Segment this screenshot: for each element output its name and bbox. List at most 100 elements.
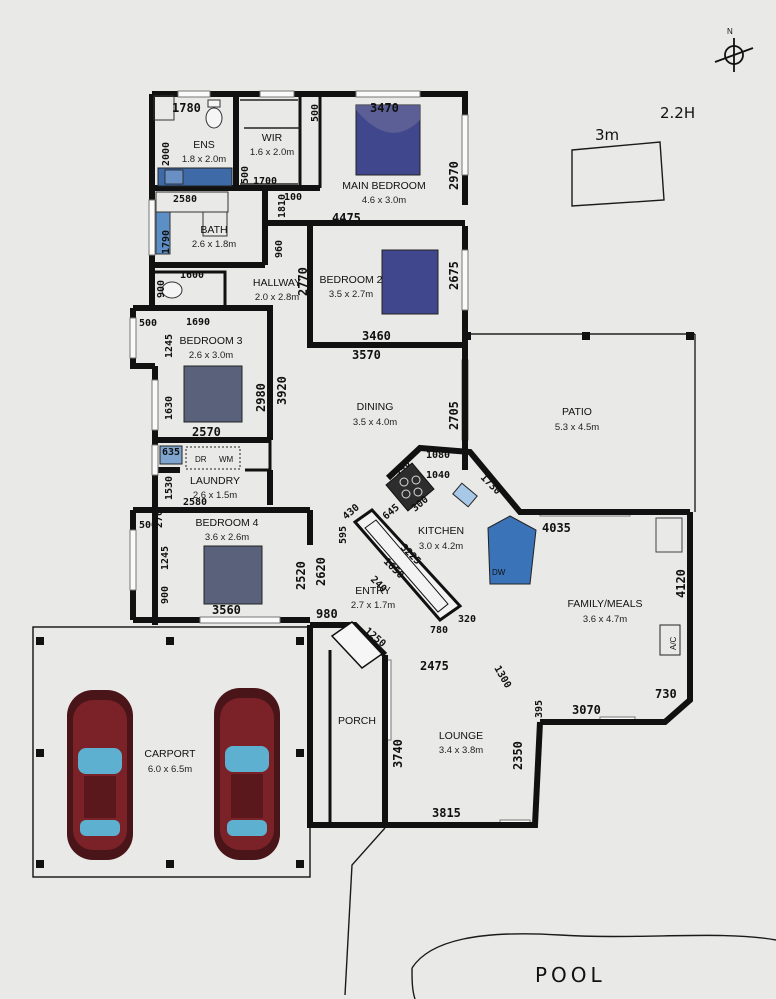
dim-3460: 3460: [362, 329, 391, 343]
dim-2970: 2970: [447, 161, 461, 190]
north-compass-icon: N: [714, 27, 754, 72]
carport-size: 6.0 x 6.5m: [148, 764, 192, 775]
dim-2000: 2000: [161, 142, 172, 166]
main-bedroom-size: 4.6 x 3.0m: [362, 195, 406, 206]
dim-3560: 3560: [212, 603, 241, 617]
dim-3070: 3070: [572, 703, 601, 717]
bath-size: 2.6 x 1.8m: [192, 239, 236, 250]
dim-2675: 2675: [447, 261, 461, 290]
dim-635: 635: [162, 447, 180, 458]
porch-entry: [328, 621, 384, 825]
dim-500c: 500: [139, 318, 157, 329]
site-sketch: [344, 141, 776, 999]
shed-label-note: 2.2H: [660, 104, 695, 122]
hallway-name: HALLWAY: [253, 277, 301, 289]
shed-size-note: 3m: [595, 126, 619, 144]
dim-960: 960: [274, 240, 285, 258]
kitchen-name: KITCHEN: [418, 525, 464, 537]
washer-label: WM: [219, 455, 234, 464]
bedroom3-size: 2.6 x 3.0m: [189, 350, 233, 361]
laundry-name: LAUNDRY: [190, 475, 240, 487]
dim-1530: 1530: [164, 476, 175, 500]
hallway-size: 2.0 x 2.8m: [255, 292, 299, 303]
dim-395: 395: [534, 700, 545, 718]
dim-780: 780: [430, 625, 448, 636]
dim-320: 320: [458, 614, 476, 625]
laundry-fixtures: DR WM: [159, 445, 241, 470]
dim-4120: 4120: [674, 569, 688, 598]
entry-size: 2.7 x 1.7m: [351, 600, 395, 611]
beds: [183, 104, 439, 605]
dim-1690: 1690: [186, 317, 210, 328]
laundry-size: 2.6 x 1.5m: [193, 490, 237, 501]
dim-1790: 1790: [161, 230, 172, 254]
dim-900a: 900: [156, 280, 167, 298]
dim-3740: 3740: [391, 739, 405, 768]
dim-3920: 3920: [275, 376, 289, 405]
car-left: [67, 690, 133, 860]
dim-1600: 1600: [180, 270, 204, 281]
bedroom3-name: BEDROOM 3: [179, 335, 242, 347]
dim-1730: 1730: [478, 472, 503, 497]
dim-1300: 1300: [491, 664, 513, 690]
dim-980: 980: [316, 607, 338, 621]
dim-2580b: 2580: [183, 497, 207, 508]
dim-730: 730: [655, 687, 677, 701]
wir-size: 1.6 x 2.0m: [250, 147, 294, 158]
family-size: 3.6 x 4.7m: [583, 614, 627, 625]
pool-note: POOL: [535, 963, 606, 987]
dim-500a: 500: [310, 104, 321, 122]
bedroom4-size: 3.6 x 2.6m: [205, 532, 249, 543]
dim-2770: 2770: [296, 267, 310, 296]
main-bedroom-name: MAIN BEDROOM: [342, 180, 425, 192]
bedroom2-name: BEDROOM 2: [319, 274, 382, 286]
wir-name: WIR: [262, 132, 283, 144]
dim-3815: 3815: [432, 806, 461, 820]
compass-north-label: N: [727, 27, 733, 36]
dim-2520: 2520: [294, 561, 308, 590]
dim-500b: 500: [240, 166, 251, 184]
dim-2980: 2980: [254, 383, 268, 412]
handwritten-notes: 3m 2.2H POOL: [535, 104, 695, 987]
aircon-label: A/C: [669, 636, 678, 650]
dim-2570: 2570: [192, 425, 221, 439]
dim-1810: 1810: [277, 194, 288, 218]
dim-3570: 3570: [352, 348, 381, 362]
dim-2580a: 2580: [173, 194, 197, 205]
patio-size: 5.3 x 4.5m: [555, 422, 599, 433]
dim-2620: 2620: [314, 557, 328, 586]
dim-1780: 1780: [172, 101, 201, 115]
lounge-size: 3.4 x 3.8m: [439, 745, 483, 756]
porch-name: PORCH: [338, 715, 376, 727]
ens-size: 1.8 x 2.0m: [182, 154, 226, 165]
dim-4035: 4035: [542, 521, 571, 535]
dining-size: 3.5 x 4.0m: [353, 417, 397, 428]
dim-270: 270: [154, 510, 165, 528]
dim-1245b: 1245: [160, 546, 171, 570]
dim-500d: 500: [139, 520, 157, 531]
dim-2350: 2350: [511, 741, 525, 770]
patio-name: PATIO: [562, 406, 592, 418]
dim-4475: 4475: [332, 211, 361, 225]
ensuite-fixtures: [153, 95, 233, 187]
dim-100: 100: [284, 192, 302, 203]
dim-1040: 1040: [426, 470, 450, 481]
dim-1700: 1700: [253, 176, 277, 187]
dimension-labels: 1780 3470 2000 2970 500 1700 500 1810 10…: [139, 101, 688, 820]
dim-900b: 900: [160, 586, 171, 604]
dishwasher-label: DW: [492, 568, 506, 577]
dim-595: 595: [338, 526, 349, 544]
dining-name: DINING: [357, 401, 394, 413]
kitchen-size: 3.0 x 4.2m: [419, 541, 463, 552]
carport: [32, 626, 311, 878]
ens-name: ENS: [193, 139, 215, 151]
bath-name: BATH: [200, 224, 227, 236]
dim-645: 645: [381, 502, 402, 522]
room-labels: ENS 1.8 x 2.0m WIR 1.6 x 2.0m MAIN BEDRO…: [144, 132, 642, 775]
bath-fixtures: [155, 191, 229, 299]
wir-rails: [240, 99, 300, 185]
entry-name: ENTRY: [355, 585, 390, 597]
dim-3470: 3470: [370, 101, 399, 115]
family-name: FAMILY/MEALS: [567, 598, 642, 610]
